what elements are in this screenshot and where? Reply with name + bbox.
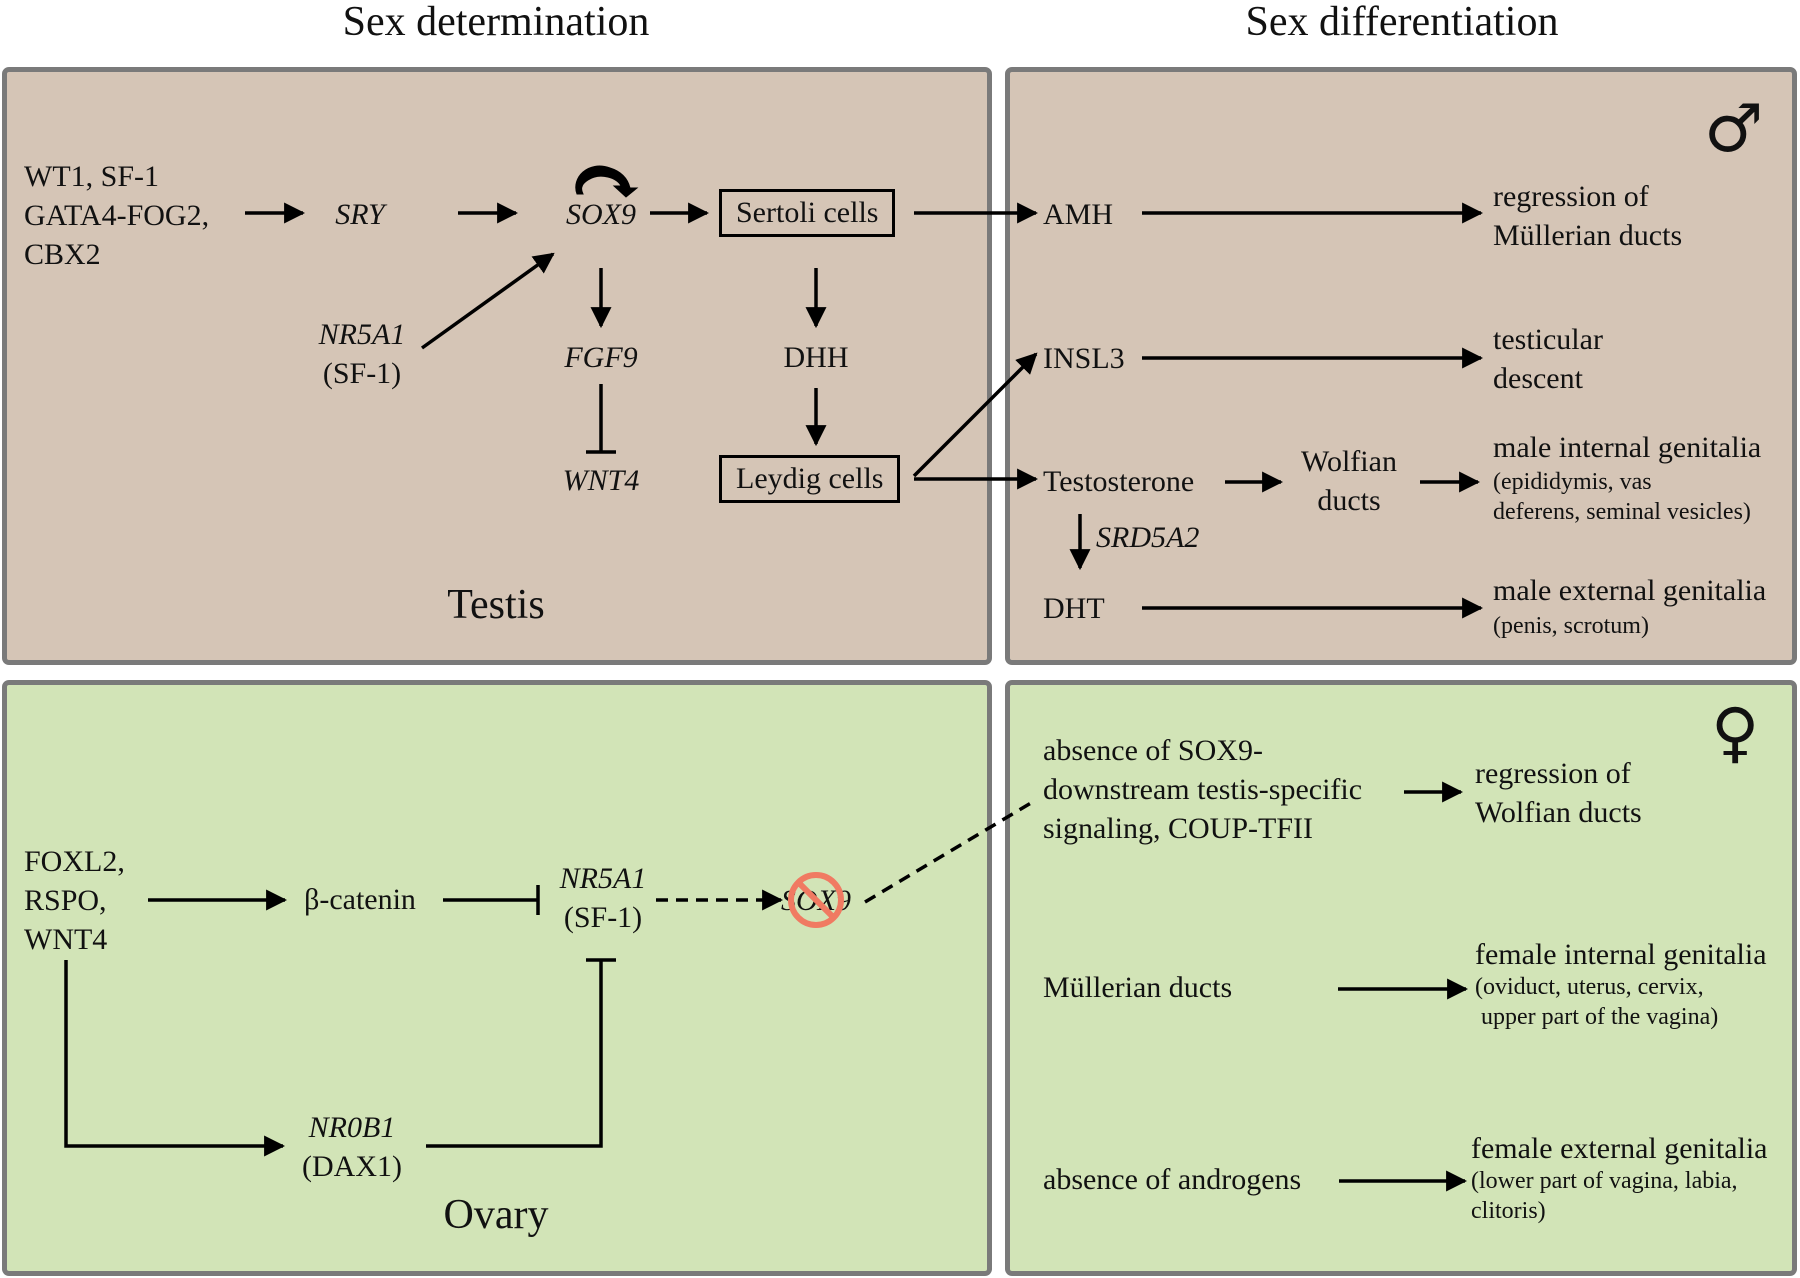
ovary-label: Ovary	[443, 1192, 549, 1238]
female-differentiation-panel	[1005, 680, 1797, 1276]
dax1-label: (DAX1)	[302, 1150, 402, 1183]
male-internal-detail-2: deferens, seminal vesicles)	[1493, 499, 1751, 525]
ovary-nr5a1-gene: NR5A1	[559, 862, 647, 895]
sex-determination-header: Sex determination	[342, 0, 650, 45]
amh-outcome-line-1: regression of	[1493, 180, 1649, 213]
wolfian-ducts-line-2: ducts	[1317, 484, 1381, 517]
amh-outcome-line-2: Müllerian ducts	[1493, 219, 1683, 252]
female-symbol-icon: ♀	[1711, 694, 1760, 771]
srd5a2-gene: SRD5A2	[1096, 521, 1200, 554]
male-differentiation-panel	[1005, 67, 1797, 665]
ovary-input-line-3: WNT4	[24, 923, 108, 956]
testis-panel	[2, 67, 992, 665]
testis-input-line-1: WT1, SF-1	[24, 160, 159, 193]
female-external-title: female external genitalia	[1471, 1132, 1768, 1165]
testosterone-hormone: Testosterone	[1043, 465, 1195, 498]
absence-sox9-line-1: absence of SOX9-	[1043, 734, 1263, 767]
insl3-outcome-line-1: testicular	[1493, 323, 1603, 356]
ovary-panel	[2, 680, 992, 1276]
female-internal-detail-1: (oviduct, uterus, cervix,	[1475, 974, 1704, 1000]
amh-hormone: AMH	[1043, 198, 1114, 231]
female-external-detail-1: (lower part of vagina, labia,	[1471, 1168, 1738, 1194]
male-external-detail: (penis, scrotum)	[1493, 613, 1649, 639]
nr5a1-gene: NR5A1	[318, 318, 406, 351]
nr0b1-gene: NR0B1	[308, 1111, 396, 1144]
ovary-input-line-2: RSPO,	[24, 884, 107, 917]
beta-catenin-protein: β-catenin	[304, 883, 416, 916]
testis-input-line-2: GATA4-FOG2,	[24, 199, 210, 232]
leydig-cells-box: Leydig cells	[719, 455, 901, 503]
mullerian-ducts: Müllerian ducts	[1043, 971, 1233, 1004]
absence-sox9-line-3: signaling, COUP-TFII	[1043, 812, 1313, 845]
dht-hormone: DHT	[1043, 592, 1105, 625]
absence-sox9-line-2: downstream testis-specific	[1043, 773, 1363, 806]
male-internal-title: male internal genitalia	[1493, 431, 1762, 464]
ovary-input-line-1: FOXL2,	[24, 845, 125, 878]
testis-label: Testis	[447, 582, 545, 628]
wnt4-gene: WNT4	[562, 464, 640, 497]
arrow-leydig-insl3	[912, 352, 1038, 478]
arrow-inputs-nr0b1	[64, 960, 286, 1157]
sex-differentiation-header: Sex differentiation	[1245, 0, 1559, 45]
insl3-outcome-line-2: descent	[1493, 362, 1583, 395]
ovary-sf1-label: (SF-1)	[563, 901, 643, 934]
absence-androgens: absence of androgens	[1043, 1163, 1302, 1196]
insl3-hormone: INSL3	[1043, 342, 1125, 375]
female-external-detail-2: clitoris)	[1471, 1198, 1546, 1224]
wolfian-regression-line-1: regression of	[1475, 757, 1631, 790]
sox9-gene: SOX9	[566, 198, 636, 231]
sox9-autoregulation-arrow	[575, 165, 639, 198]
inhibit-nr0b1-nr5a1	[426, 960, 603, 1148]
sf1-label: (SF-1)	[322, 357, 402, 390]
wolfian-regression-line-2: Wolfian ducts	[1475, 796, 1642, 829]
sertoli-cells-box: Sertoli cells	[719, 189, 896, 237]
male-symbol-icon: ♂	[1704, 90, 1764, 167]
fgf9-gene: FGF9	[564, 341, 638, 374]
arrow-nr5a1-sox9	[420, 252, 555, 350]
dhh-protein: DHH	[783, 341, 849, 374]
sry-gene: SRY	[335, 198, 385, 231]
testis-input-line-3: CBX2	[24, 238, 101, 271]
male-internal-detail-1: (epididymis, vas	[1493, 469, 1652, 495]
prohibited-icon	[788, 872, 844, 928]
female-internal-title: female internal genitalia	[1475, 938, 1767, 971]
wolfian-ducts-line-1: Wolfian	[1301, 445, 1397, 478]
male-external-title: male external genitalia	[1493, 574, 1767, 607]
female-internal-detail-2: upper part of the vagina)	[1481, 1004, 1719, 1030]
dashed-sox9-absence	[864, 798, 1037, 904]
